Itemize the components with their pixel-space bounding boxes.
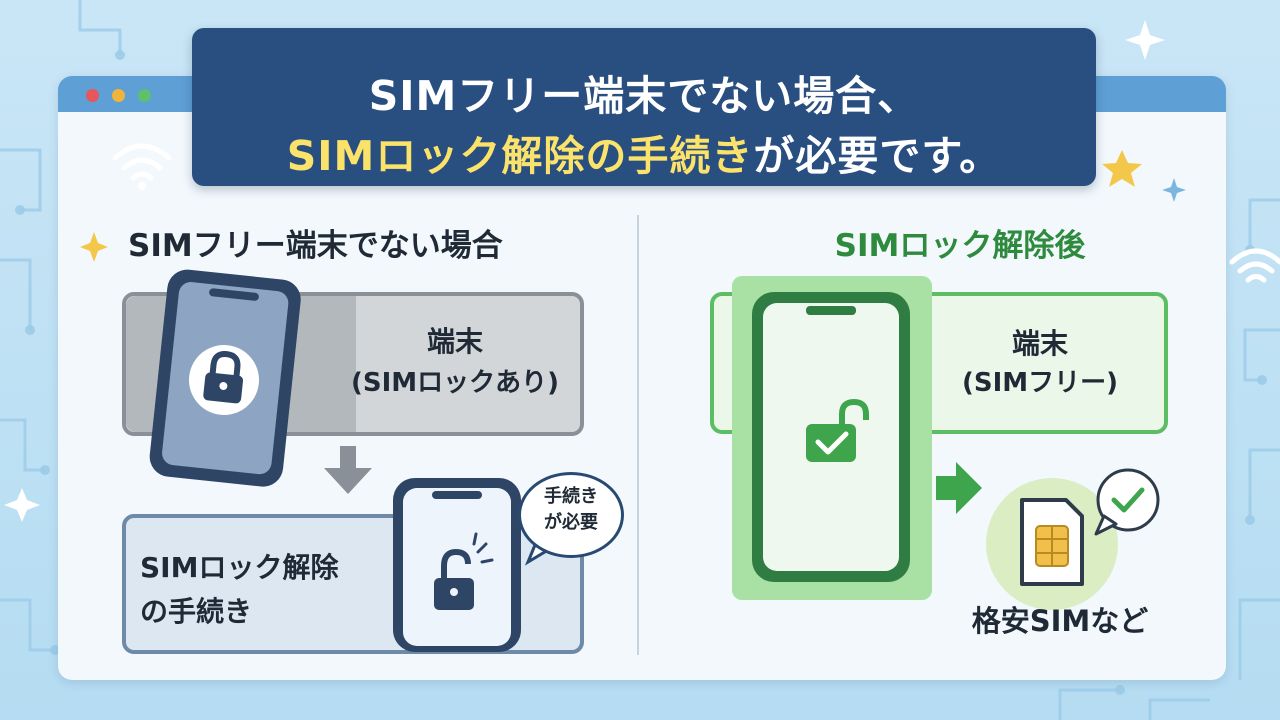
- left-heading: SIMフリー端末でない場合: [128, 228, 503, 264]
- wifi-icon: [112, 143, 172, 181]
- banner-line-1: SIMフリー端末でない場合、: [368, 72, 920, 120]
- sparkle-icon: [80, 232, 108, 262]
- banner-line-2: SIMロック解除の手続きが必要です。: [192, 122, 1096, 182]
- arrow-down-icon: [324, 446, 372, 494]
- unlock-icon: [441, 548, 471, 580]
- unlocking-phone: [393, 478, 521, 652]
- speech-bubble-text: 手続き が必要: [518, 484, 624, 536]
- procedure-line-2: の手続き: [140, 595, 253, 628]
- bubble-line-1: 手続き: [544, 486, 598, 507]
- bubble-line-2: が必要: [544, 512, 598, 533]
- speech-bubble: [518, 472, 624, 558]
- locked-device-label: 端末: [426, 325, 483, 358]
- banner-highlight: SIMロック解除の手続き: [286, 132, 754, 180]
- procedure-line-1: SIMロック解除: [140, 551, 339, 584]
- arrow-right-icon: [936, 462, 982, 514]
- sparkle-icon: [4, 488, 40, 522]
- unlocked-device-sub: (SIMフリー): [961, 368, 1119, 398]
- star-icon: [1102, 150, 1142, 187]
- minimize-dot: [112, 89, 125, 102]
- column-divider: [637, 215, 639, 655]
- banner-rest: が必要です。: [753, 132, 1002, 180]
- right-heading: SIMロック解除後: [834, 228, 1086, 264]
- unlock-icon: [839, 398, 869, 428]
- procedure-label: SIMロック解除 の手続き: [140, 546, 380, 634]
- locked-phone: [149, 269, 301, 487]
- close-dot: [86, 89, 99, 102]
- sim-label: 格安SIMなど: [971, 604, 1149, 638]
- sim-card-icon: [1020, 498, 1084, 586]
- check-icon: [815, 431, 849, 455]
- unlocked-phone: [752, 292, 910, 582]
- locked-device-sub: (SIMロックあり): [350, 368, 560, 398]
- wifi-icon: [1229, 248, 1280, 283]
- maximize-dot: [138, 89, 151, 102]
- check-bubble: [1094, 468, 1160, 536]
- title-banner: SIMフリー端末でない場合、 SIMロック解除の手続きが必要です。: [192, 28, 1096, 186]
- check-icon: [1111, 487, 1145, 513]
- sparkle-icon: [1162, 178, 1186, 202]
- sparkle-icon: [1125, 20, 1165, 60]
- lock-icon: [209, 351, 241, 378]
- unlocked-device-label: 端末: [1011, 327, 1068, 360]
